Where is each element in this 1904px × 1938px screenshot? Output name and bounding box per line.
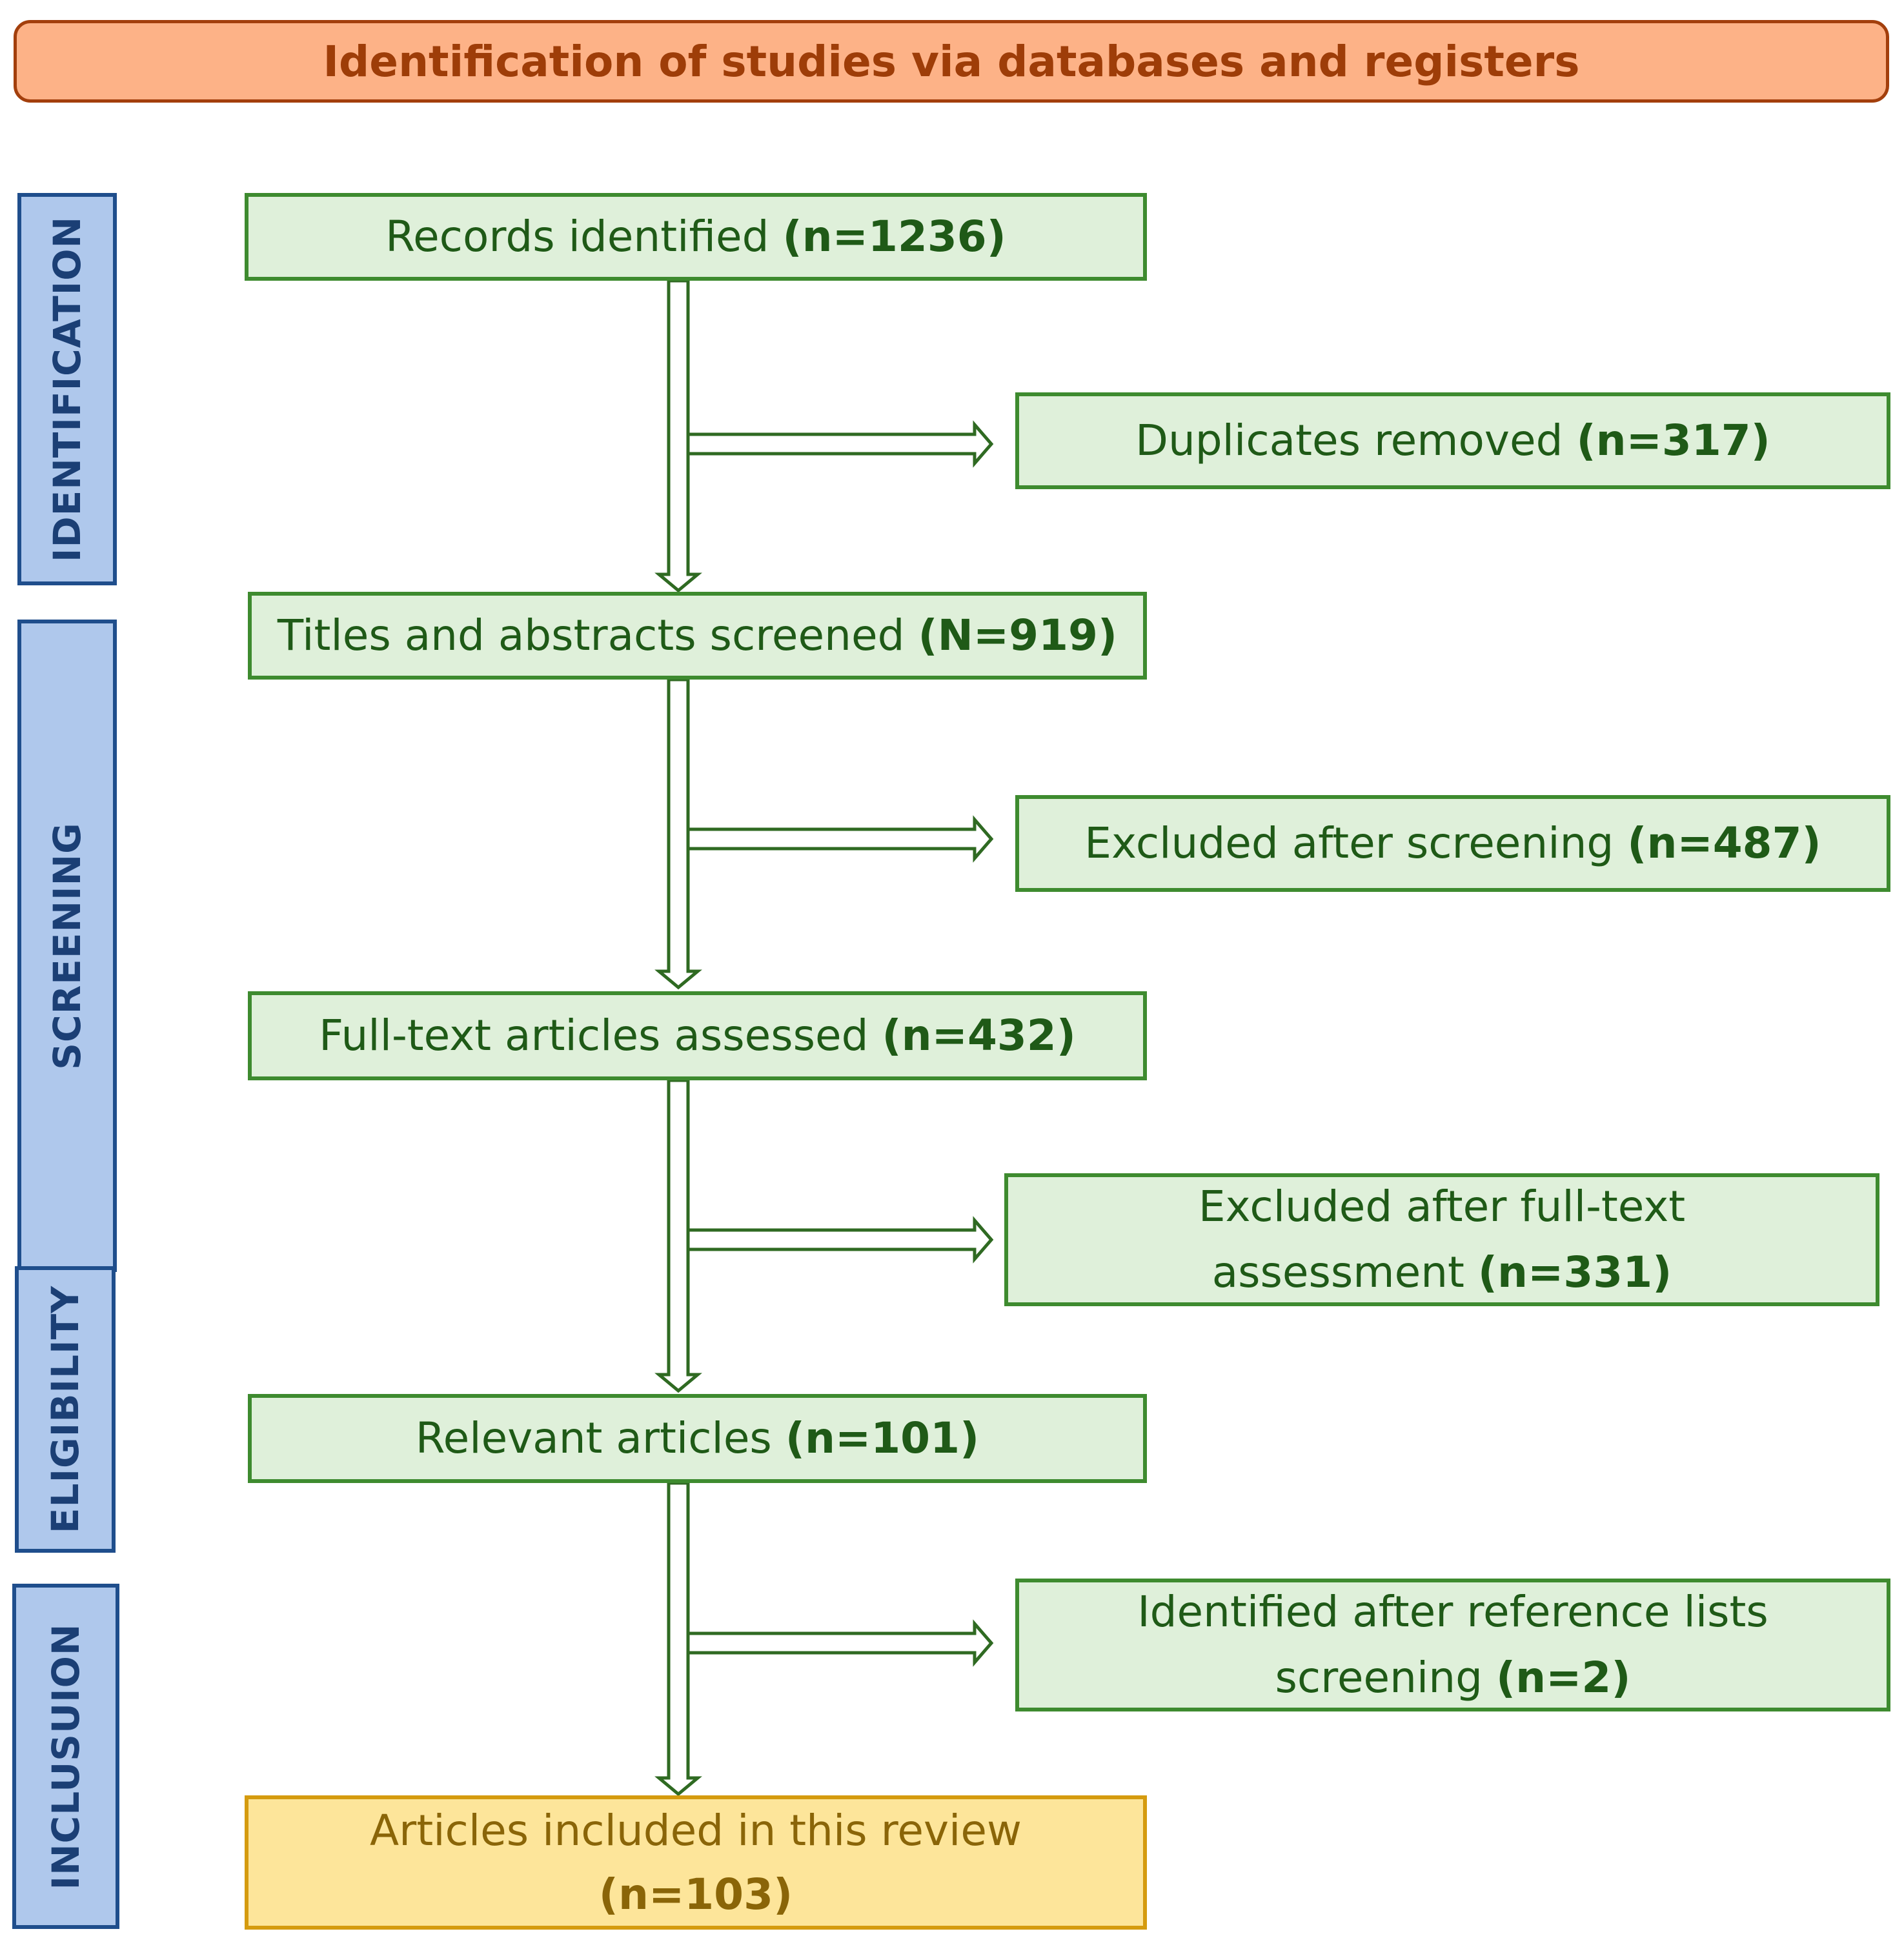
box-excluded-fulltext: Excluded after full-text assessment (n=3…: [1004, 1173, 1879, 1306]
box-titles-screened: Titles and abstracts screened (N=919): [248, 592, 1147, 680]
box-articles-included: Articles included in this review (n=103): [245, 1795, 1147, 1930]
arrow-down-1: [654, 279, 702, 593]
excluded-fulltext-line1: Excluded after full-text: [1198, 1181, 1686, 1231]
excluded-fulltext-count: (n=331): [1477, 1247, 1672, 1297]
box-excluded-screening: Excluded after screening (n=487): [1015, 795, 1890, 892]
identified-refs-line2: screening: [1275, 1653, 1483, 1702]
records-text: Records identified: [385, 212, 769, 262]
duplicates-count: (n=317): [1576, 416, 1770, 466]
identified-refs-count: (n=2): [1495, 1653, 1631, 1702]
duplicates-text: Duplicates removed: [1135, 416, 1563, 466]
excluded-fulltext-line2: assessment: [1211, 1247, 1464, 1297]
fulltext-text: Full-text articles assessed: [319, 1011, 869, 1061]
titles-count: (N=919): [918, 611, 1118, 661]
box-relevant-articles: Relevant articles (n=101): [248, 1394, 1147, 1483]
stage-screening: SCREENING: [17, 620, 117, 1272]
diagram-header: Identification of studies via databases …: [14, 20, 1889, 103]
box-fulltext-assessed: Full-text articles assessed (n=432): [248, 991, 1147, 1080]
excluded-screening-count: (n=487): [1627, 818, 1821, 869]
header-title: Identification of studies via databases …: [323, 36, 1580, 86]
titles-text: Titles and abstracts screened: [277, 611, 905, 661]
arrow-right-4: [686, 1619, 994, 1667]
arrow-right-3: [686, 1216, 994, 1264]
box-duplicates-removed: Duplicates removed (n=317): [1015, 392, 1890, 489]
arrow-right-2: [686, 815, 994, 863]
stage-identification: IDENTIFICATION: [17, 193, 117, 585]
relevant-count: (n=101): [785, 1413, 980, 1464]
included-line1: Articles included in this review: [370, 1806, 1022, 1855]
arrow-down-3: [654, 1078, 702, 1393]
fulltext-count: (n=432): [882, 1011, 1076, 1061]
arrow-down-4: [654, 1481, 702, 1797]
stage-eligibility: ELIGIBILITY: [15, 1266, 116, 1553]
records-count: (n=1236): [782, 212, 1006, 262]
identified-refs-line1: Identified after reference lists: [1137, 1586, 1768, 1637]
excluded-screening-text: Excluded after screening: [1084, 818, 1614, 869]
box-records-identified: Records identified (n=1236): [245, 193, 1147, 281]
stage-inclusion: INCLUSUION: [12, 1584, 119, 1929]
box-identified-references: Identified after reference lists screeni…: [1015, 1579, 1890, 1711]
included-count: (n=103): [598, 1870, 793, 1919]
arrow-down-2: [654, 678, 702, 990]
relevant-text: Relevant articles: [415, 1413, 772, 1464]
arrow-right-1: [686, 420, 994, 468]
